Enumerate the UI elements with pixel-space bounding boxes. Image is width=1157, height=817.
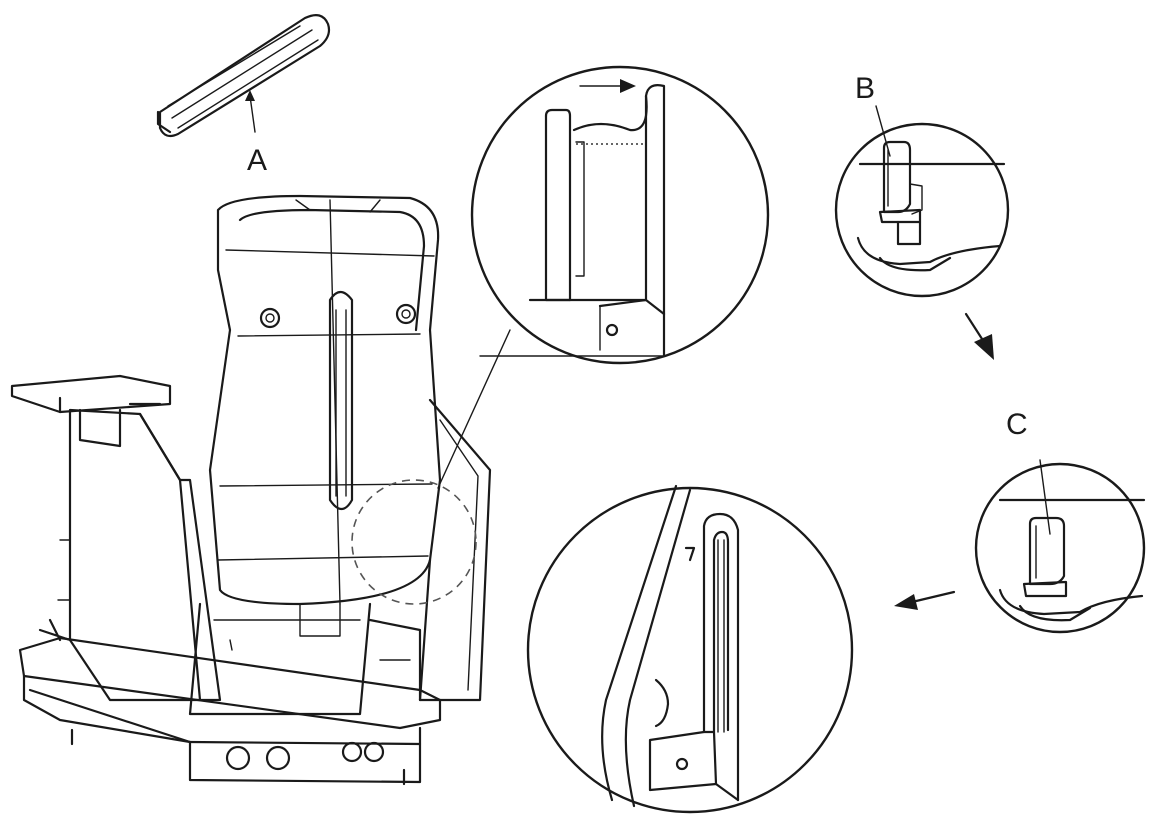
sequence-arrow-c-to-zoom-line (910, 590, 956, 604)
arrowhead-a (245, 90, 255, 101)
detail-circle-b (834, 122, 1010, 298)
sequence-arrow-b-to-c (974, 334, 994, 360)
label-b: B (855, 72, 875, 105)
clip-part-a (156, 13, 331, 138)
leader-line-c (1039, 459, 1051, 535)
detail-callout-area (351, 479, 477, 605)
zoom-detail-circle-top (470, 65, 770, 365)
zoom-detail-circle-bottom (526, 484, 854, 814)
leader-line-b (875, 105, 891, 157)
label-a: A (247, 144, 267, 177)
sequence-arrow-b-to-c-line (964, 312, 986, 344)
leader-line-a (249, 95, 256, 133)
detail-circle-c (974, 462, 1146, 634)
sequence-arrow-c-to-zoom (894, 594, 918, 610)
push-direction-arrow (620, 79, 636, 93)
label-c: C (1006, 408, 1028, 441)
leader-line-zoom (437, 329, 511, 489)
massage-chair (10, 194, 492, 786)
